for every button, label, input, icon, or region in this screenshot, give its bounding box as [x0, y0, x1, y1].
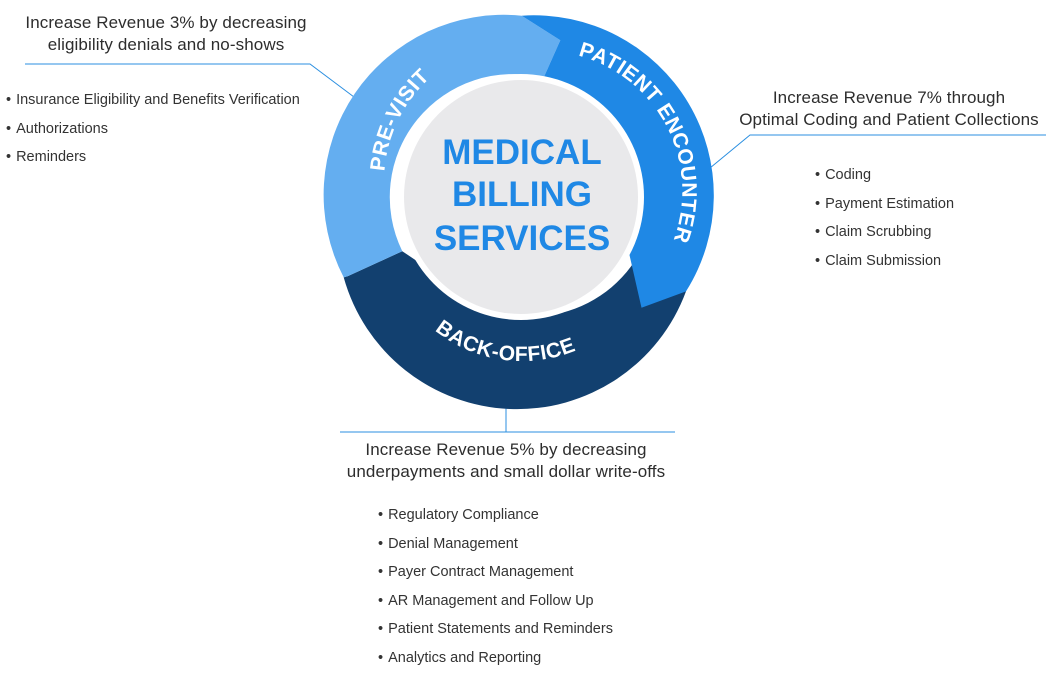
pre-visit-heading-line2: eligibility denials and no-shows [47, 35, 285, 54]
list-item: Payer Contract Management [378, 558, 613, 587]
encounter-list: Coding Payment Estimation Claim Scrubbin… [815, 161, 954, 275]
list-item: Insurance Eligibility and Benefits Verif… [6, 86, 300, 115]
encounter-heading-line1: Increase Revenue 7% through [772, 88, 1006, 107]
center-disc [404, 80, 638, 314]
list-item: Analytics and Reporting [378, 644, 613, 673]
list-item: Coding [815, 161, 954, 190]
list-item: Reminders [6, 143, 300, 172]
center-title-line1: MEDICAL [442, 133, 601, 172]
list-item: Regulatory Compliance [378, 501, 613, 530]
list-item: Denial Management [378, 530, 613, 559]
list-item: Payment Estimation [815, 190, 954, 219]
pre-visit-heading-line1: Increase Revenue 3% by decreasing [25, 13, 307, 32]
encounter-heading: Increase Revenue 7% through Optimal Codi… [716, 87, 1062, 131]
list-item: AR Management and Follow Up [378, 587, 613, 616]
center-title-line2: BILLING [452, 175, 592, 214]
patient-encounter-segment [521, 15, 714, 308]
pre-visit-segment [323, 14, 561, 278]
list-item: Claim Scrubbing [815, 218, 954, 247]
pre-visit-list: Insurance Eligibility and Benefits Verif… [6, 86, 300, 172]
center-title-line3: SERVICES [434, 219, 610, 258]
back-office-segment [343, 251, 686, 410]
encounter-heading-line2: Optimal Coding and Patient Collections [739, 110, 1039, 129]
pre-visit-heading: Increase Revenue 3% by decreasing eligib… [0, 12, 332, 56]
back-office-heading: Increase Revenue 5% by decreasing underp… [306, 439, 706, 483]
list-item: Patient Statements and Reminders [378, 615, 613, 644]
encounter-connector [709, 134, 1046, 169]
back-office-heading-line2: underpayments and small dollar write-off… [346, 462, 666, 481]
list-item: Authorizations [6, 115, 300, 144]
pre-visit-connector [25, 63, 359, 101]
list-item: Claim Submission [815, 247, 954, 276]
back-office-heading-line1: Increase Revenue 5% by decreasing [365, 440, 647, 459]
back-office-list: Regulatory Compliance Denial Management … [378, 501, 613, 673]
